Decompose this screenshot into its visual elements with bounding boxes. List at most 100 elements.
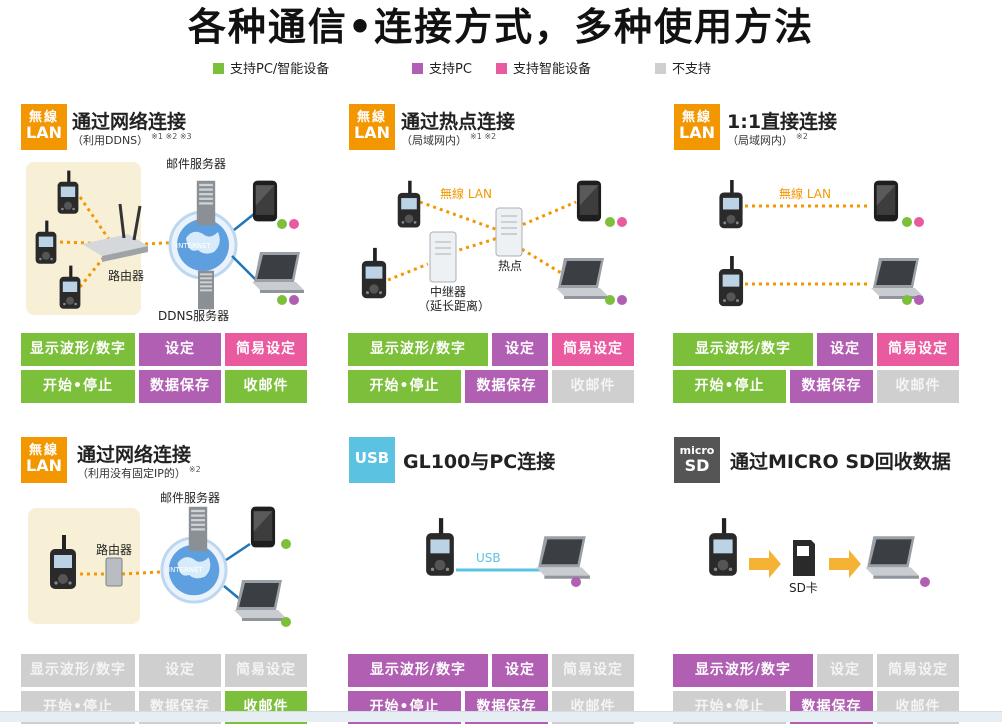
capability-settings: 设定 — [492, 333, 548, 366]
capability-receive-mail: 收邮件 — [552, 370, 634, 403]
repeater-sublabel: （延长距离） — [418, 298, 490, 313]
mail-server-label: 邮件服务器 — [160, 490, 220, 505]
capability-easy-settings: 简易设定 — [877, 654, 959, 687]
capability-settings: 设定 — [817, 333, 873, 366]
legend-label: 支持PC — [429, 62, 472, 77]
capability-display-waveform: 显示波形/数字 — [21, 333, 135, 366]
hotspot-label: 热点 — [498, 259, 522, 273]
capability-start-stop: 开始•停止 — [21, 370, 135, 403]
usb-badge: USB — [349, 437, 395, 483]
capability-settings: 设定 — [817, 654, 873, 687]
ddns-server-icon — [198, 270, 214, 310]
legend-item-unsupported: 不支持 — [655, 60, 711, 80]
laptop-icon — [556, 258, 608, 299]
repeater-label: 中继器 — [430, 284, 466, 299]
panel-2-diagram: 無線 LAN 热点 中继器 （延长距离） — [361, 180, 627, 313]
laptop-icon — [871, 258, 923, 299]
legend-label: 支持PC/智能设备 — [230, 62, 330, 77]
repeater-icon — [429, 231, 457, 283]
legend-swatch — [496, 63, 507, 74]
page-title: 各种通信•连接方式，多种使用方法 — [187, 5, 815, 49]
router-label: 路由器 — [96, 542, 132, 557]
micro-sd-card-icon — [793, 540, 815, 576]
bottom-scroll-bar — [0, 711, 1002, 722]
wireless-lan-label: 無線 LAN — [779, 186, 831, 201]
logger-device-icon — [361, 247, 387, 299]
mail-server-icon — [196, 180, 216, 226]
capability-receive-mail: 收邮件 — [225, 370, 307, 403]
capability-easy-settings: 简易设定 — [552, 333, 634, 366]
panel-4-diagram: 路由器 INTERNET 邮件服务器 — [28, 490, 291, 627]
panel-3-subtitle: （局域网内）※2 — [727, 132, 808, 147]
internet-label: INTERNET — [176, 242, 212, 250]
logger-device-icon — [709, 518, 737, 576]
local-network-area — [28, 508, 140, 624]
legend-label: 不支持 — [672, 62, 712, 77]
router-icon — [105, 557, 123, 587]
capability-settings: 设定 — [139, 333, 221, 366]
capability-start-stop: 开始•停止 — [673, 370, 786, 403]
capability-display-waveform: 显示波形/数字 — [673, 333, 813, 366]
mail-server-icon — [188, 506, 208, 552]
capability-settings: 设定 — [139, 654, 221, 687]
router-icon — [82, 203, 148, 262]
logger-device-icon — [426, 518, 454, 576]
legend-item-pc-smart: 支持PC/智能设备 — [213, 60, 329, 80]
local-network-area — [26, 162, 141, 315]
hotspot-icon — [495, 207, 523, 257]
sd-card-label: SD卡 — [789, 581, 818, 595]
logger-device-icon — [397, 180, 421, 228]
panel-1-subtitle: （利用DDNS）※1 ※2 ※3 — [72, 132, 192, 147]
laptop-icon — [234, 580, 286, 621]
capability-display-waveform: 显示波形/数字 — [348, 654, 488, 687]
smartphone-icon — [250, 506, 276, 548]
capability-display-waveform: 显示波形/数字 — [348, 333, 488, 366]
smartphone-icon — [576, 180, 602, 222]
legend-swatch — [213, 63, 224, 74]
panel-2-subtitle: （局域网内）※1 ※2 — [401, 132, 497, 147]
usb-cable-label: USB — [476, 551, 501, 565]
legend-item-smart: 支持智能设备 — [496, 60, 591, 80]
capability-start-stop: 开始•停止 — [348, 370, 461, 403]
capability-easy-settings: 简易设定 — [225, 333, 307, 366]
legend-label: 支持智能设备 — [513, 62, 592, 77]
panel-1-diagram: 路由器 INTERNET 邮件服务器 DDNS服务器 — [26, 156, 304, 323]
panel-4-subtitle: （利用没有固定IP的）※2 — [77, 465, 201, 480]
capability-data-save: 数据保存 — [790, 370, 873, 403]
panel-5-title: GL100与PC连接 — [403, 451, 556, 473]
internet-label: INTERNET — [168, 566, 204, 574]
panel-3-diagram: 無線 LAN — [718, 180, 924, 307]
panel-2-title: 通过热点连接 — [401, 111, 516, 133]
panel-1-title: 通过网络连接 — [72, 111, 187, 133]
smartphone-icon — [873, 180, 899, 222]
router-label: 路由器 — [108, 268, 144, 283]
arrow-right-icon — [829, 550, 861, 578]
legend-item-pc: 支持PC — [412, 60, 472, 80]
panel-5-diagram: USB — [426, 518, 590, 587]
panel-6-diagram: SD卡 — [709, 518, 930, 595]
capability-data-save: 数据保存 — [465, 370, 548, 403]
capability-display-waveform: 显示波形/数字 — [673, 654, 813, 687]
capability-receive-mail: 收邮件 — [877, 370, 959, 403]
laptop-icon — [865, 536, 919, 579]
laptop-icon — [536, 536, 590, 579]
logger-device-icon — [718, 256, 744, 307]
laptop-icon — [252, 252, 304, 293]
legend-swatch — [655, 63, 666, 74]
panel-4-title: 通过网络连接 — [77, 444, 192, 466]
capability-easy-settings: 简易设定 — [552, 654, 634, 687]
legend-swatch — [412, 63, 423, 74]
arrow-right-icon — [749, 550, 781, 578]
capability-easy-settings: 简易设定 — [225, 654, 307, 687]
panel-3-title: 1:1直接连接 — [727, 111, 838, 133]
capability-settings: 设定 — [492, 654, 548, 687]
mail-server-label: 邮件服务器 — [166, 156, 226, 171]
ddns-server-label: DDNS服务器 — [158, 308, 229, 323]
capability-display-waveform: 显示波形/数字 — [21, 654, 135, 687]
capability-easy-settings: 简易设定 — [877, 333, 959, 366]
panel-6-title: 通过MICRO SD回收数据 — [730, 451, 951, 473]
